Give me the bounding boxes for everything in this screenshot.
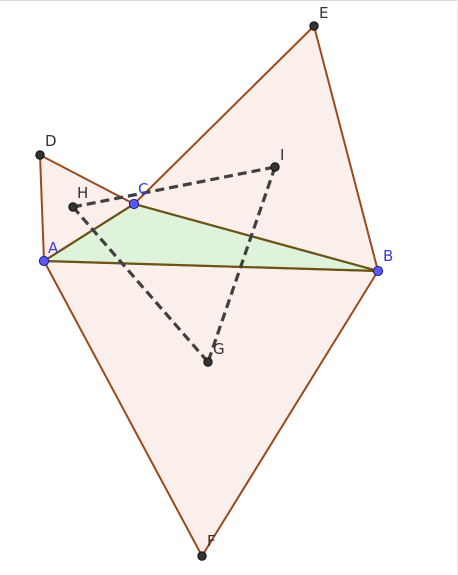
label-i: I [280,146,284,164]
point-d[interactable] [35,150,45,160]
label-f: F [207,532,216,550]
label-b: B [383,247,393,265]
triangle-abf[interactable] [42,259,380,559]
label-c: C [138,180,148,198]
points-layer [35,21,384,561]
outer-triangles-layer [38,24,380,559]
label-h: H [77,184,88,202]
dashed-segment-hg[interactable] [71,205,210,364]
point-a[interactable] [38,255,50,267]
label-e: E [319,4,328,22]
dashed-segment-hi[interactable] [72,165,276,209]
point-b[interactable] [372,265,384,277]
point-g[interactable] [203,357,213,367]
point-e[interactable] [309,21,319,31]
label-a: A [48,239,59,257]
point-c[interactable] [128,198,140,210]
inner-triangle-layer [40,202,379,273]
top-border [0,0,458,1]
label-g: G [213,340,225,358]
labels-layer: A B C D E F G H I [45,4,393,550]
dashed-triangle-layer [71,165,277,364]
point-f[interactable] [197,551,207,561]
dashed-segment-ig[interactable] [206,166,277,363]
point-i[interactable] [270,162,280,172]
point-h[interactable] [68,202,78,212]
label-d: D [45,132,57,150]
triangle-abc[interactable] [40,202,379,273]
